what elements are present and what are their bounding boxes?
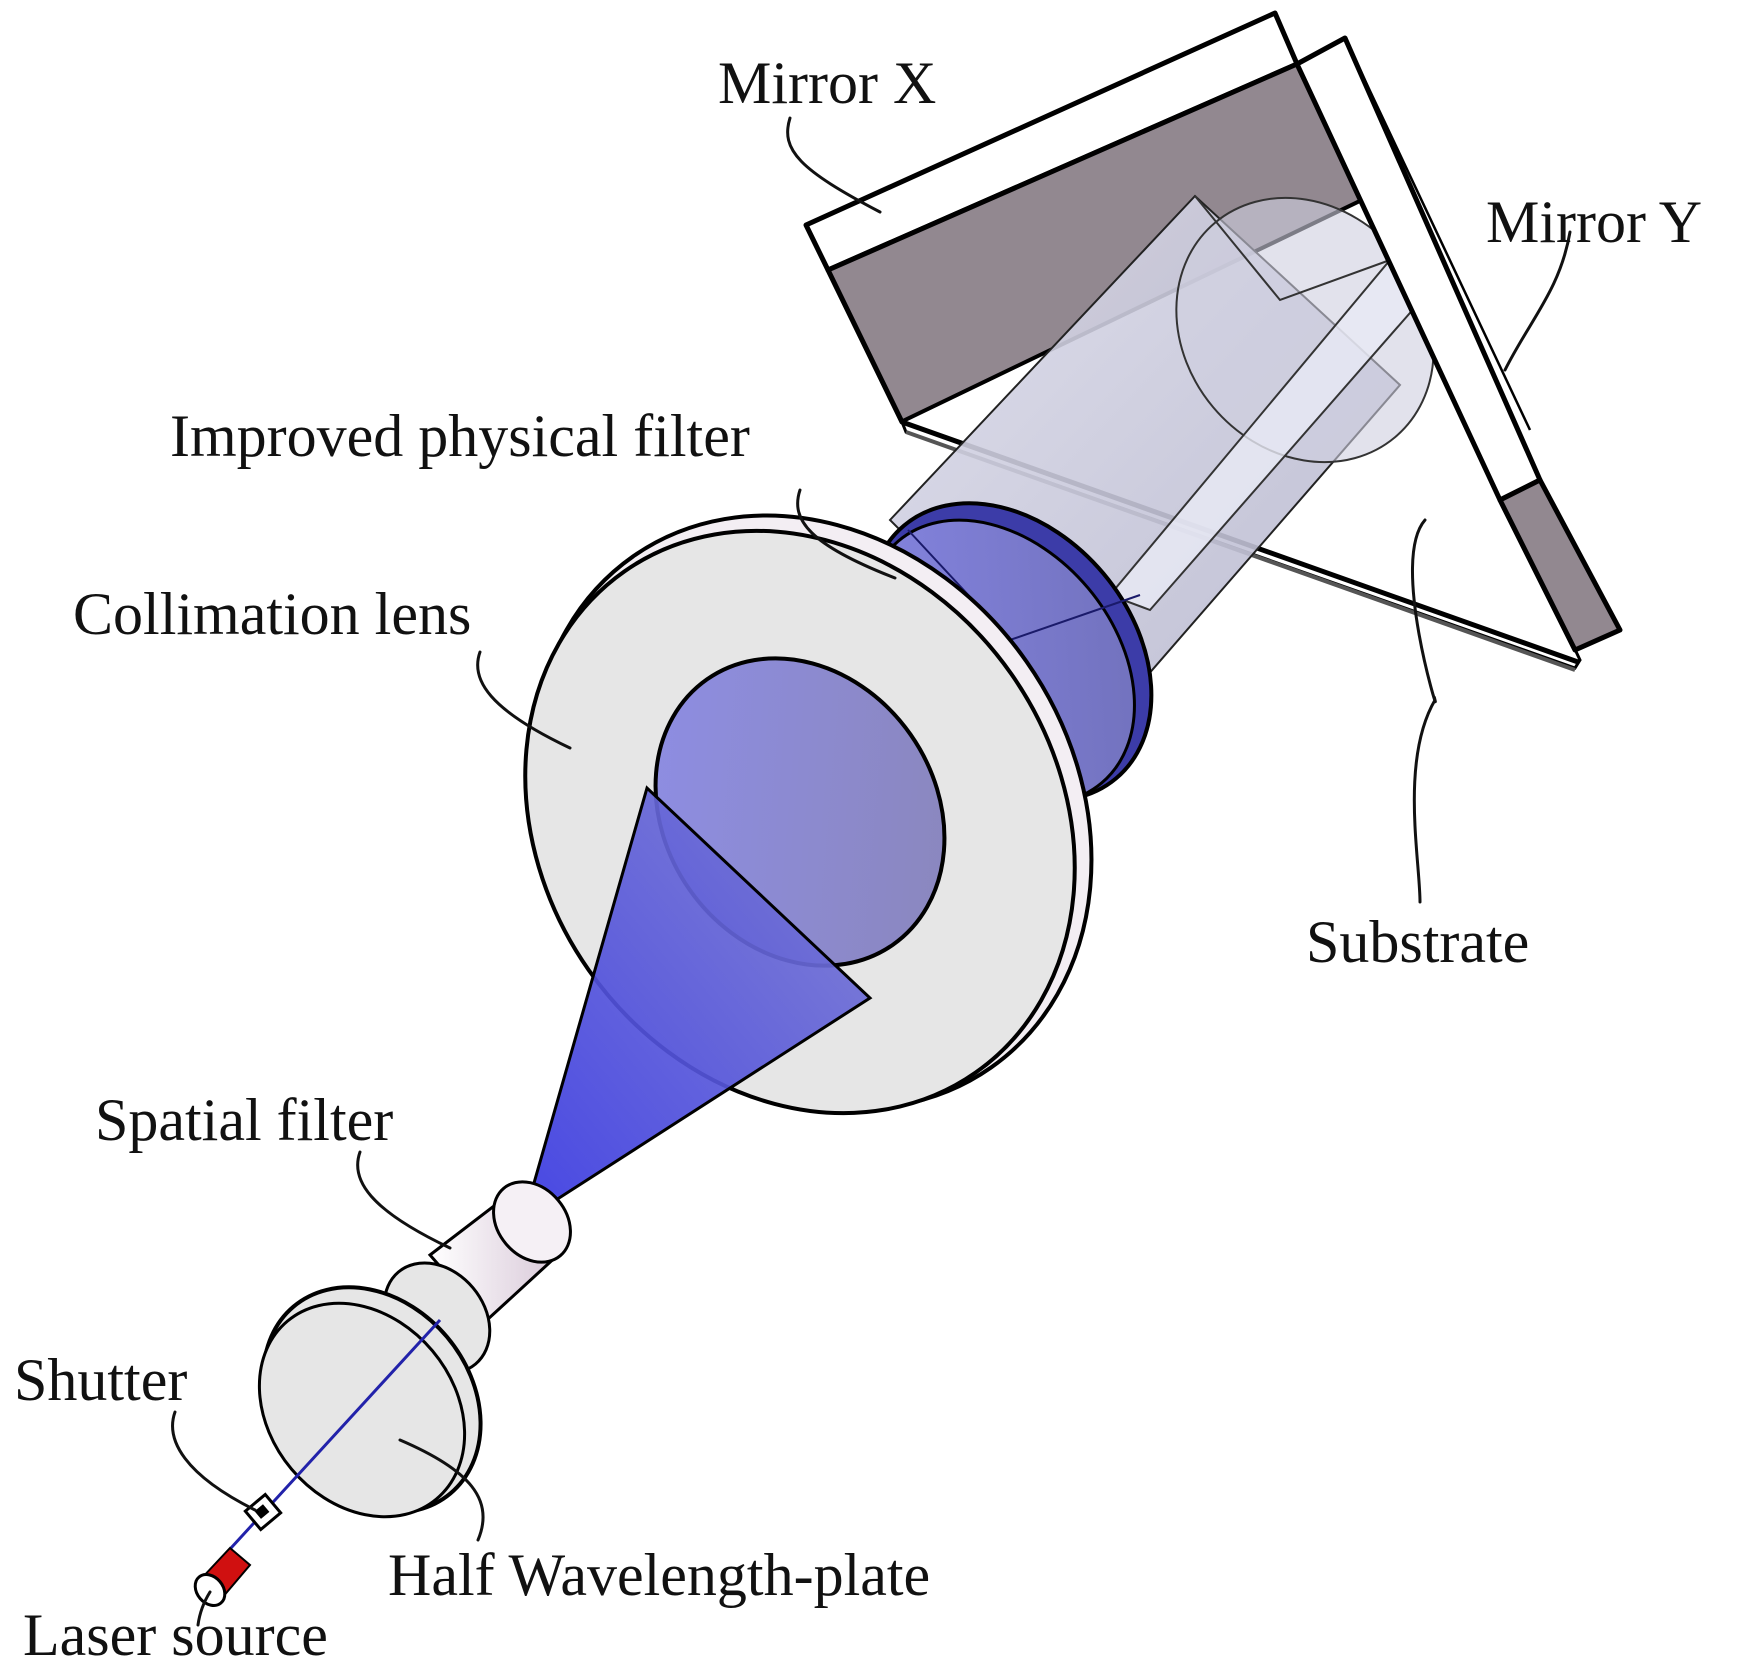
- leader-laser-source: [196, 1590, 212, 1627]
- half-wavelength-plate: [257, 1285, 483, 1519]
- leader-mirror-x: [786, 116, 882, 214]
- leader-mirror-y: [1503, 230, 1572, 372]
- label-mirror-y: Mirror Y: [1486, 189, 1703, 255]
- label-substrate: Substrate: [1306, 909, 1530, 975]
- laser-source: [193, 1546, 252, 1607]
- leader-substrate: [1411, 518, 1437, 904]
- label-spatial-filter: Spatial filter: [95, 1087, 394, 1153]
- label-laser-source: Laser source: [23, 1602, 328, 1668]
- label-shutter: Shutter: [14, 1347, 188, 1413]
- label-half-wave-plate: Half Wavelength-plate: [388, 1542, 931, 1608]
- label-collimation-lens: Collimation lens: [73, 581, 472, 647]
- leader-improved-filter: [796, 488, 897, 580]
- leader-collimation-lens: [476, 650, 572, 750]
- leader-half-wave-plate: [398, 1438, 485, 1542]
- leader-lines: [171, 116, 1572, 1627]
- shutter: [243, 1492, 283, 1532]
- label-mirror-x: Mirror X: [718, 50, 937, 116]
- label-improved-filter: Improved physical filter: [170, 403, 750, 469]
- mirror-x: [803, 10, 1366, 425]
- leader-spatial-filter: [356, 1150, 452, 1250]
- leader-shutter: [171, 1410, 257, 1512]
- mirror-y: [1294, 35, 1623, 653]
